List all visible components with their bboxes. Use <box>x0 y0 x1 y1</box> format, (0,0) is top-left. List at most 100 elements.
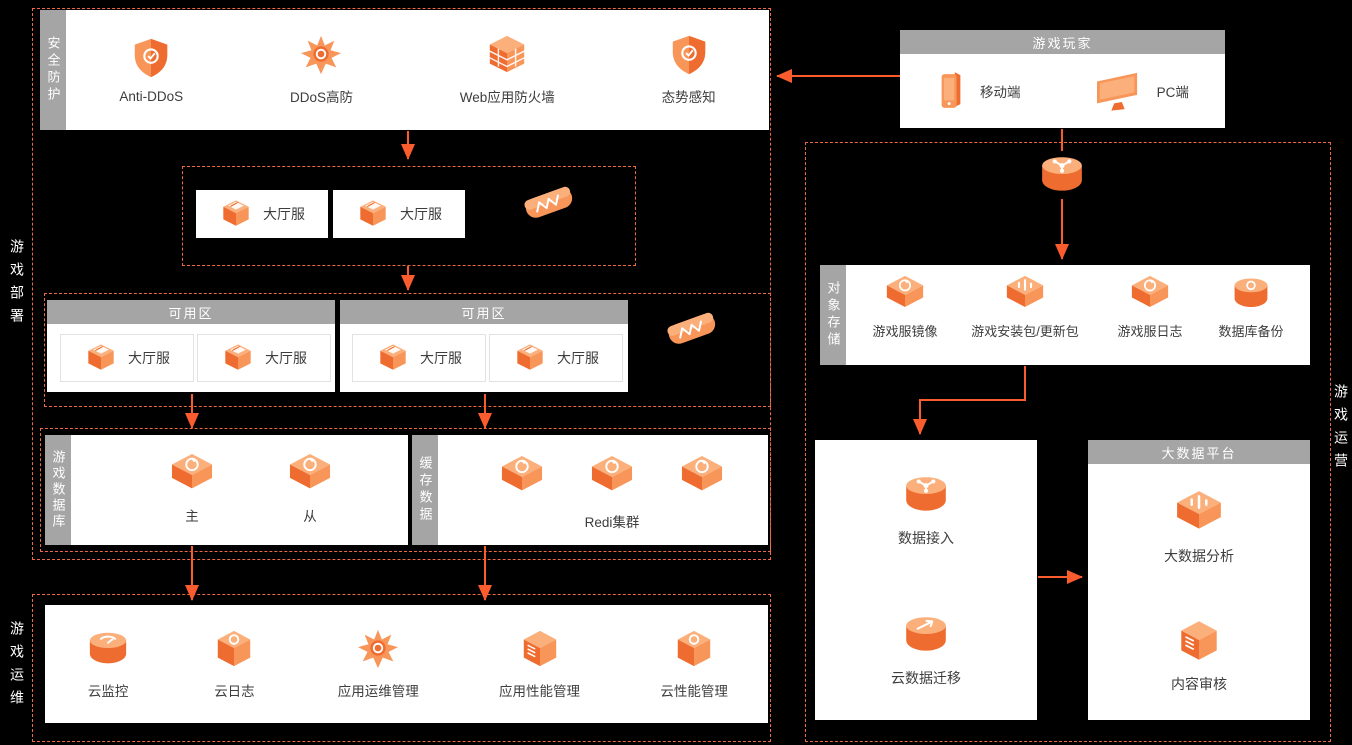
data-row-border <box>40 428 771 552</box>
data-migration-icon <box>901 612 951 658</box>
bigdata-panel: 大数据平台 大数据分析 内容审核 <box>1088 440 1310 720</box>
app-ops-management-icon <box>355 628 401 670</box>
game-server-log-item: 游戏服日志 <box>1091 275 1209 340</box>
redis-node-icon <box>589 455 635 497</box>
bigdata-body: 大数据分析 内容审核 <box>1088 464 1310 720</box>
situation-awareness-icon <box>666 34 712 76</box>
game-players-panel: 游戏玩家 移动端 PC端 <box>900 30 1225 128</box>
deployment-region-border <box>32 8 771 560</box>
game-package-icon <box>1004 275 1046 313</box>
cloud-monitor-icon <box>85 628 131 670</box>
rail-game-deployment: 游戏部署 <box>9 239 25 331</box>
az1-header: 可用区 <box>47 300 335 324</box>
az-row-border <box>44 293 771 407</box>
hall-server-icon <box>219 199 253 230</box>
hall-server-label: 大厅服 <box>420 350 462 366</box>
hall-server-label: 大厅服 <box>265 350 307 366</box>
maintenance-region-border <box>32 594 771 742</box>
object-storage-panel: 对象存储 游戏服镜像 游戏安装包/更新包 游戏服日志 数据库备份 <box>820 265 1310 365</box>
mobile-icon <box>936 70 966 112</box>
hall-server-label: 大厅服 <box>263 206 305 222</box>
primary-db-label: 主 <box>185 509 199 524</box>
data-migration-item: 云数据迁移 <box>891 612 961 688</box>
load-balancer-icon <box>520 179 578 227</box>
bigdata-analysis-item: 大数据分析 <box>1164 490 1234 566</box>
players-header: 游戏玩家 <box>900 30 1225 54</box>
hall-server-box: 大厅服 <box>60 334 194 382</box>
az1-body: 大厅服 大厅服 <box>47 324 335 392</box>
data-migration-label: 云数据迁移 <box>891 670 961 686</box>
pc-item: PC端 <box>1093 70 1189 112</box>
cloud-performance-label: 云性能管理 <box>660 684 728 699</box>
situation-awareness-label: 态势感知 <box>661 90 716 105</box>
situation-awareness-item: 态势感知 <box>662 34 716 106</box>
content-review-item: 内容审核 <box>1171 618 1227 694</box>
hall-server-label: 大厅服 <box>557 350 599 366</box>
pc-label: PC端 <box>1156 85 1189 100</box>
replica-db-label: 从 <box>303 509 317 524</box>
cache-body: Redi集群 <box>438 435 768 545</box>
cloud-log-icon <box>211 628 257 670</box>
game-database-panel: 游戏数据库 主 从 <box>45 435 408 545</box>
redis-node-icon <box>679 455 725 497</box>
app-performance-icon <box>517 628 563 670</box>
ddos-protection-icon <box>298 34 344 76</box>
cache-panel: 缓存数据 Redi集群 <box>412 435 768 545</box>
load-balancer-icon <box>663 305 721 353</box>
waf-label: Web应用防火墙 <box>459 90 555 105</box>
bigdata-analysis-label: 大数据分析 <box>1164 548 1234 564</box>
cloud-performance-icon <box>671 628 717 670</box>
redis-node-icon <box>499 455 545 497</box>
hall-server-box-1: 大厅服 <box>196 190 328 238</box>
rail-game-operation: 游戏运营 <box>1333 384 1349 476</box>
cloud-log-item: 云日志 <box>211 628 257 700</box>
object-storage-tab: 对象存储 <box>820 265 846 365</box>
game-server-image-item: 游戏服镜像 <box>846 275 964 340</box>
anti-ddos-icon <box>128 37 174 79</box>
bigdata-header: 大数据平台 <box>1088 440 1310 464</box>
db-backup-label: 数据库备份 <box>1218 324 1284 339</box>
ddos-protection-label: DDoS高防 <box>289 90 353 105</box>
operation-region-border <box>805 142 1331 742</box>
hall-server-box: 大厅服 <box>197 334 331 382</box>
security-panel: 安全防护 Anti-DDoS DDoS高防 Web应用防火墙 态势感知 <box>40 10 769 130</box>
hall-server-label: 大厅服 <box>128 350 170 366</box>
game-package-label: 游戏安装包/更新包 <box>971 324 1079 339</box>
mobile-item: 移动端 <box>936 70 1021 112</box>
security-panel-body: Anti-DDoS DDoS高防 Web应用防火墙 态势感知 <box>66 10 769 130</box>
ddos-protection-item: DDoS高防 <box>290 34 353 106</box>
primary-db-item: 主 <box>152 453 232 525</box>
anti-ddos-item: Anti-DDoS <box>119 37 183 104</box>
game-server-image-label: 游戏服镜像 <box>872 324 938 339</box>
app-performance-item: 应用性能管理 <box>499 628 580 700</box>
cdn-icon <box>1036 152 1088 198</box>
hall-server-box-2: 大厅服 <box>333 190 465 238</box>
cloud-log-label: 云日志 <box>214 684 255 699</box>
maintenance-panel: 云监控 云日志 应用运维管理 应用性能管理 云性能管理 <box>45 605 768 723</box>
game-server-log-label: 游戏服日志 <box>1117 324 1183 339</box>
game-database-tab: 游戏数据库 <box>45 435 71 545</box>
hall-server-box: 大厅服 <box>489 334 623 382</box>
game-package-item: 游戏安装包/更新包 <box>966 275 1084 340</box>
db-backup-icon <box>1230 275 1272 313</box>
hall-server-icon <box>513 343 547 374</box>
players-body: 移动端 PC端 <box>900 54 1225 128</box>
hall-server-icon <box>356 199 390 230</box>
db-backup-item: 数据库备份 <box>1192 275 1310 340</box>
availability-zone-1: 可用区 大厅服 大厅服 <box>47 300 335 392</box>
hall-cluster-border <box>182 166 636 266</box>
content-review-icon <box>1174 618 1224 664</box>
availability-zone-2: 可用区 大厅服 大厅服 <box>340 300 628 392</box>
data-access-label: 数据接入 <box>898 530 954 546</box>
data-pipeline-panel: 数据接入 云数据迁移 <box>815 440 1037 720</box>
bigdata-analysis-icon <box>1174 490 1224 536</box>
replica-db-item: 从 <box>270 453 350 525</box>
game-database-body: 主 从 <box>71 435 408 545</box>
hall-server-icon <box>84 343 118 374</box>
cloud-monitor-label: 云监控 <box>87 684 129 699</box>
app-ops-management-label: 应用运维管理 <box>337 684 419 699</box>
cloud-monitor-item: 云监控 <box>85 628 131 700</box>
replica-db-icon <box>287 453 333 495</box>
pc-icon <box>1093 70 1143 112</box>
hall-server-box: 大厅服 <box>352 334 486 382</box>
